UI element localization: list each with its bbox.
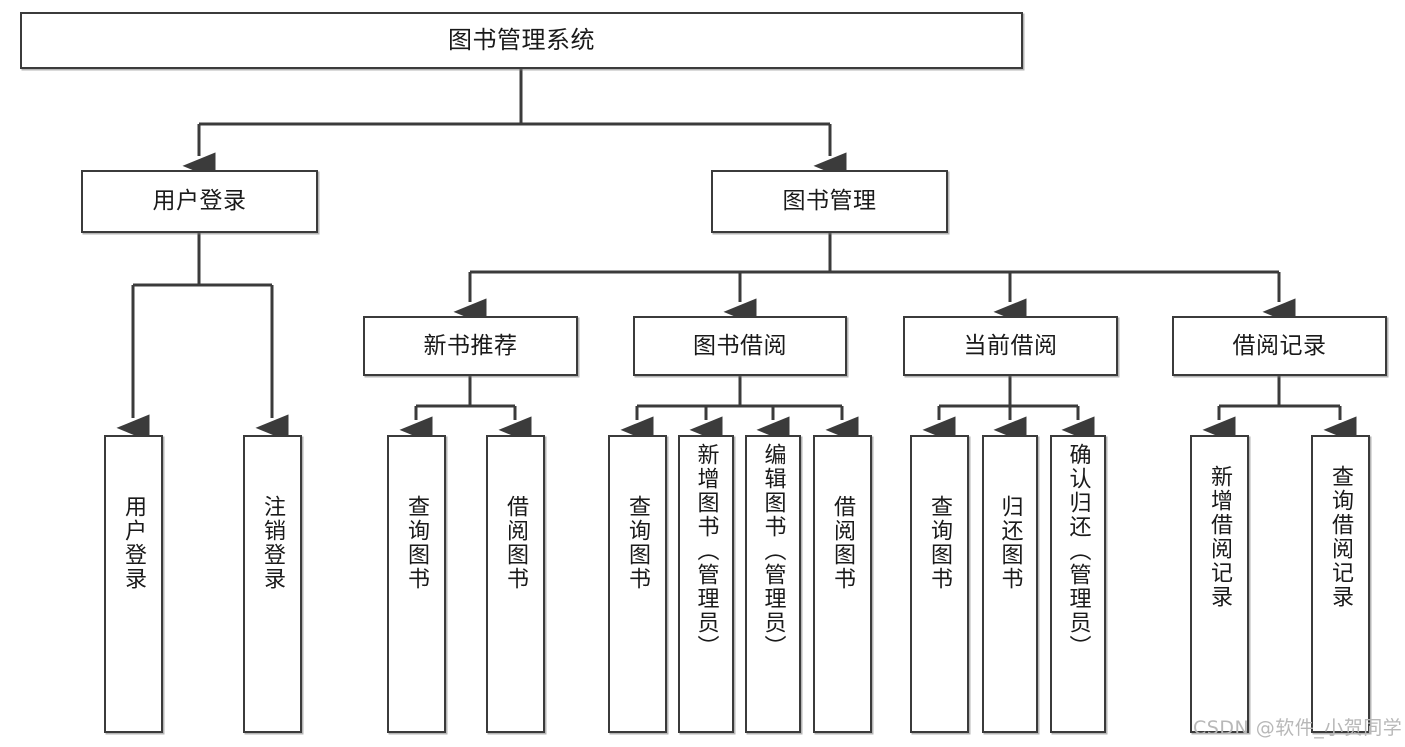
node-leaf-return-book-label: 归还图书	[997, 495, 1023, 591]
node-leaf-query-book-3[interactable]: 查询图书	[910, 435, 969, 733]
node-leaf-edit-book-label: 编辑图书（管理员）	[760, 443, 786, 659]
node-new-book-recommend[interactable]: 新书推荐	[363, 316, 578, 376]
node-leaf-query-record[interactable]: 查询借阅记录	[1311, 435, 1370, 733]
watermark: CSDN @软件_小贺同学	[1193, 717, 1403, 739]
node-leaf-user-login[interactable]: 用户登录	[104, 435, 163, 733]
node-book-borrow[interactable]: 图书借阅	[633, 316, 847, 376]
node-leaf-query-record-label: 查询借阅记录	[1328, 465, 1354, 609]
node-leaf-borrow-book-2[interactable]: 借阅图书	[813, 435, 872, 733]
node-leaf-query-book-1-label: 查询图书	[404, 495, 430, 591]
node-book-manage-label: 图书管理	[782, 188, 877, 215]
node-new-book-recommend-label: 新书推荐	[423, 332, 518, 359]
node-book-borrow-label: 图书借阅	[693, 332, 787, 359]
node-leaf-logout[interactable]: 注销登录	[243, 435, 302, 733]
node-root-label: 图书管理系统	[448, 25, 595, 54]
node-leaf-borrow-book-2-label: 借阅图书	[830, 495, 856, 591]
node-book-manage[interactable]: 图书管理	[711, 170, 948, 233]
node-leaf-confirm-return[interactable]: 确认归还（管理员）	[1050, 435, 1106, 733]
node-leaf-logout-label: 注销登录	[260, 495, 286, 591]
node-borrow-record[interactable]: 借阅记录	[1172, 316, 1387, 376]
node-leaf-return-book[interactable]: 归还图书	[982, 435, 1038, 733]
node-leaf-query-book-1[interactable]: 查询图书	[387, 435, 446, 733]
node-leaf-query-book-3-label: 查询图书	[927, 495, 953, 591]
node-root[interactable]: 图书管理系统	[20, 12, 1023, 69]
node-leaf-borrow-book-1-label: 借阅图书	[503, 495, 529, 591]
node-leaf-add-record-label: 新增借阅记录	[1207, 465, 1233, 609]
node-current-borrow-label: 当前借阅	[963, 332, 1058, 359]
node-leaf-confirm-return-label: 确认归还（管理员）	[1065, 443, 1091, 659]
node-leaf-query-book-2[interactable]: 查询图书	[608, 435, 667, 733]
node-leaf-edit-book[interactable]: 编辑图书（管理员）	[745, 435, 801, 733]
node-leaf-add-book-label: 新增图书（管理员）	[693, 443, 719, 659]
node-leaf-add-record[interactable]: 新增借阅记录	[1190, 435, 1249, 733]
node-user-login-label: 用户登录	[152, 188, 247, 215]
node-leaf-add-book[interactable]: 新增图书（管理员）	[678, 435, 734, 733]
node-leaf-borrow-book-1[interactable]: 借阅图书	[486, 435, 545, 733]
node-leaf-user-login-label: 用户登录	[121, 495, 147, 591]
node-user-login[interactable]: 用户登录	[81, 170, 318, 233]
node-borrow-record-label: 借阅记录	[1232, 332, 1327, 359]
node-leaf-query-book-2-label: 查询图书	[625, 495, 651, 591]
node-current-borrow[interactable]: 当前借阅	[903, 316, 1118, 376]
